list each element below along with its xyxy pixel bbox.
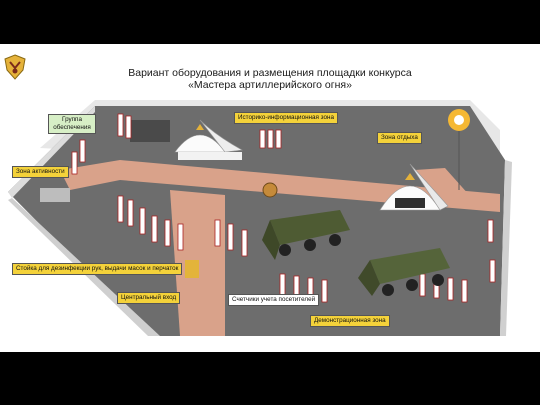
page-title: Вариант оборудования и размещения площад…	[128, 67, 412, 79]
disinfection-stand	[185, 260, 199, 278]
balloon-icon	[448, 109, 470, 190]
label-main-entrance: Центральный вход	[117, 292, 181, 304]
right-wall	[500, 160, 512, 336]
label-demo-zone: Демонстрационная зона	[310, 315, 390, 327]
slide: Вариант оборудования и размещения площад…	[0, 44, 540, 352]
truck-icon	[262, 210, 350, 260]
right-walkway	[415, 168, 470, 198]
label-rest-zone: Зона отдыха	[377, 132, 422, 144]
label-visitor-counters: Счетчики учета посетителей	[228, 294, 320, 306]
page-subtitle: «Мастера артиллерийского огня»	[188, 79, 352, 91]
label-history-zone: Историко-информационная зона	[234, 112, 338, 124]
label-disinfection-stand: Стойка для дезинфекции рук, выдачи масок…	[12, 263, 183, 275]
history-stand	[130, 120, 170, 142]
label-activity-zone: Зона активности	[12, 166, 69, 178]
rest-tables	[395, 198, 425, 208]
emblem-icon	[4, 54, 26, 80]
truck-icon	[358, 248, 450, 296]
flag-icon	[71, 113, 496, 303]
activity-props	[40, 188, 70, 202]
label-support-group: Группа обеспечения	[48, 114, 96, 134]
fire-pit	[262, 182, 278, 198]
tent-icon	[174, 119, 243, 160]
